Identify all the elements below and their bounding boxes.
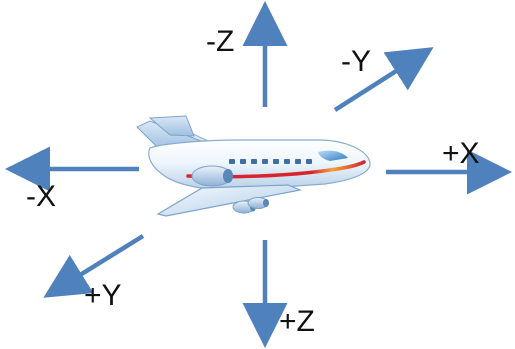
- label-pos-z: +Z: [279, 305, 315, 338]
- fuselage: [148, 139, 371, 191]
- rear-engine: [191, 165, 233, 187]
- label-neg-x: -X: [26, 180, 56, 213]
- airplane-icon: [136, 115, 371, 217]
- horizontal-stabilizer: [148, 115, 195, 137]
- label-neg-z: -Z: [206, 25, 234, 58]
- label-pos-y: +Y: [84, 279, 122, 312]
- pos-y-arrow: [43, 234, 145, 298]
- label-neg-y: -Y: [341, 45, 371, 78]
- passenger-windows: [229, 159, 312, 164]
- neg-y-arrow: [333, 47, 434, 112]
- near-wing: [156, 184, 303, 217]
- wing-engines: [232, 197, 269, 214]
- label-pos-x: +X: [442, 137, 480, 170]
- cockpit-window: [318, 150, 348, 161]
- axis-arrows: [5, 1, 512, 348]
